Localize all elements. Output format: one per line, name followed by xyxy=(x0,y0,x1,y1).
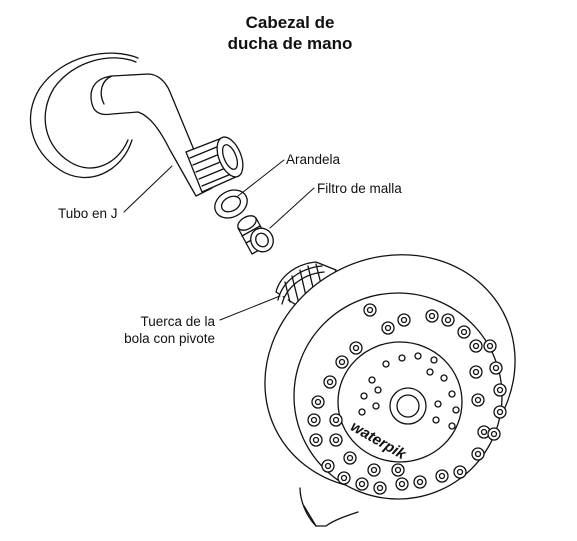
label-pivot-nut-line-2: bola con pivote xyxy=(124,331,215,346)
leader-pivot-nut xyxy=(219,295,281,321)
title-line-1: Cabezal de xyxy=(245,13,335,32)
j-pipe xyxy=(90,73,244,197)
inner-nozzle-ring xyxy=(358,352,460,430)
label-washer: Arandela xyxy=(286,152,341,167)
diagram-title: Cabezal de ducha de mano xyxy=(190,12,390,54)
wall-flange xyxy=(29,52,139,179)
label-mesh-filter: Filtro de malla xyxy=(317,181,402,196)
label-j-pipe: Tubo en J xyxy=(58,206,118,221)
shower-head xyxy=(264,254,516,527)
leader-washer xyxy=(237,159,285,197)
leader-lines xyxy=(123,159,315,321)
outer-nozzle-ring xyxy=(307,303,507,495)
leader-mesh-filter xyxy=(269,187,315,229)
washer xyxy=(214,189,248,219)
label-pivot-nut-line-1: Tuerca de la xyxy=(140,314,215,329)
label-pivot-nut: Tuerca de la bola con pivote xyxy=(90,313,215,347)
title-line-2: ducha de mano xyxy=(227,34,353,53)
mesh-filter xyxy=(237,215,274,255)
pivot-ball-nut xyxy=(275,261,337,311)
leader-j-pipe xyxy=(123,165,173,213)
